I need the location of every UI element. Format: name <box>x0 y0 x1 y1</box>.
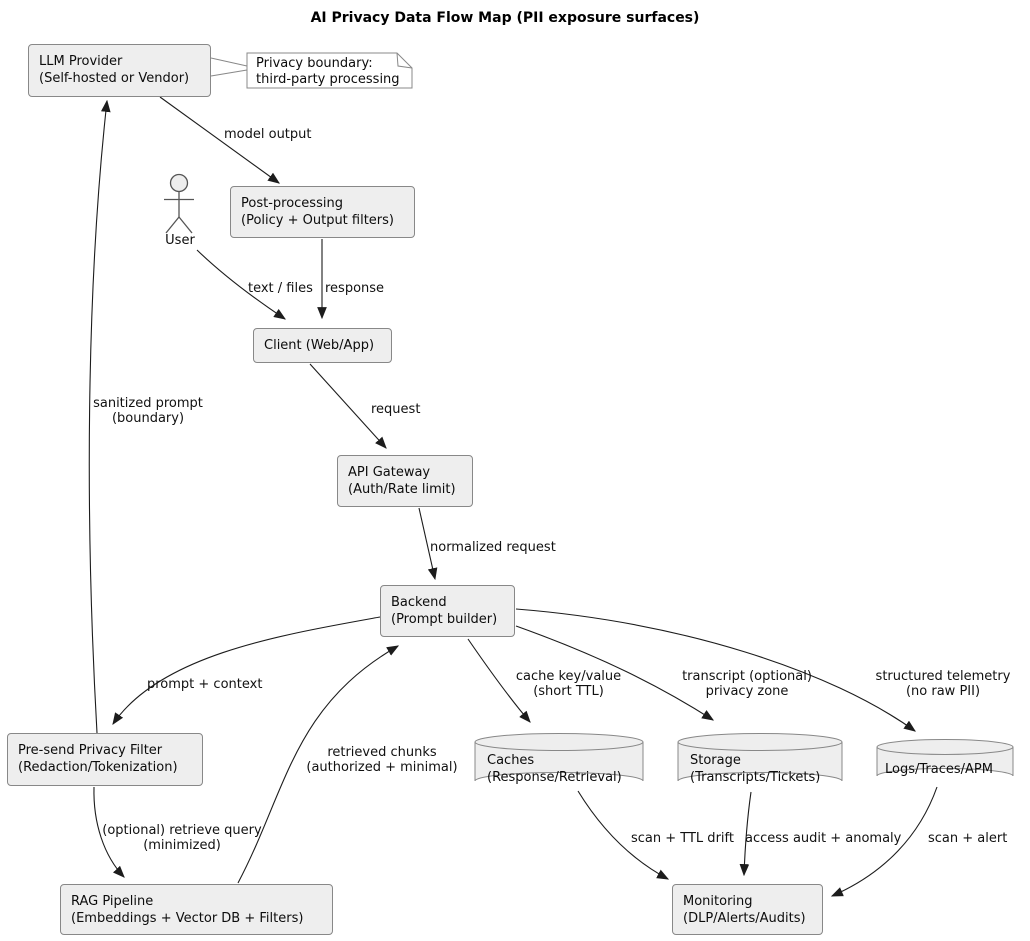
node-rag-line1: RAG Pipeline <box>71 894 154 909</box>
node-presend-privacy-filter: Pre-send Privacy Filter (Redaction/Token… <box>7 733 203 786</box>
edge-presend-to-rag <box>93 786 125 878</box>
note-line2: third-party processing <box>256 72 400 87</box>
node-caches-line2: (Response/Retrieval) <box>487 770 622 785</box>
logs-cylinder <box>876 739 1014 777</box>
node-storage: Storage (Transcripts/Tickets) <box>690 752 820 786</box>
node-llm-provider: LLM Provider (Self-hosted or Vendor) <box>28 44 211 97</box>
edge-backend-to-logs <box>515 608 916 732</box>
edge-label-prompt-context: prompt + context <box>147 677 263 692</box>
node-post-processing: Post-processing (Policy + Output filters… <box>230 186 415 238</box>
edge-storage-to-monitoring <box>739 791 752 877</box>
edge-user-to-client <box>196 249 287 320</box>
node-monitoring: Monitoring (DLP/Alerts/Audits) <box>672 884 823 935</box>
edge-label-telemetry-line1: structured telemetry <box>875 669 1011 684</box>
edge-label-retrieved-chunks-line1: retrieved chunks <box>327 745 437 760</box>
edge-label-response: response <box>325 281 385 296</box>
edge-label-cache-kv-line1: cache key/value <box>515 669 622 684</box>
node-post-processing-line2: (Policy + Output filters) <box>241 213 394 228</box>
edge-label-access-audit: access audit + anomaly <box>745 831 902 846</box>
note-line1: Privacy boundary: <box>256 56 373 71</box>
node-caches: Caches (Response/Retrieval) <box>487 752 622 786</box>
node-caches-line1: Caches <box>487 753 535 768</box>
edge-apigateway-to-backend <box>418 507 438 581</box>
edge-label-transcript: transcript (optional) privacy zone <box>678 669 816 699</box>
node-backend-line1: Backend <box>391 595 447 610</box>
edge-label-sanitized-prompt: sanitized prompt (boundary) <box>88 396 208 426</box>
edge-label-transcript-line2: privacy zone <box>705 684 789 699</box>
note-shape <box>246 52 413 89</box>
node-llm-provider-line2: (Self-hosted or Vendor) <box>39 71 190 86</box>
node-api-gateway: API Gateway (Auth/Rate limit) <box>337 455 473 507</box>
node-llm-provider-line1: LLM Provider <box>39 54 123 69</box>
edge-label-retrieve-query: (optional) retrieve query (minimized) <box>98 823 266 853</box>
node-storage-line1: Storage <box>690 753 741 768</box>
edge-backend-to-caches <box>467 638 531 723</box>
caches-cylinder <box>474 733 644 782</box>
node-monitoring-line1: Monitoring <box>683 894 753 909</box>
edge-backend-to-storage <box>515 625 715 721</box>
edge-label-sanitized-prompt-line1: sanitized prompt <box>93 396 203 411</box>
edge-label-cache-key-value: cache key/value (short TTL) <box>506 669 631 699</box>
edge-label-retrieved-chunks-line2: (authorized + minimal) <box>306 760 458 775</box>
node-storage-line2: (Transcripts/Tickets) <box>690 770 821 785</box>
edge-backend-to-presend <box>112 616 381 725</box>
edge-label-cache-kv-line2: (short TTL) <box>533 684 604 699</box>
node-post-processing-line1: Post-processing <box>241 196 343 211</box>
node-monitoring-line2: (DLP/Alerts/Audits) <box>683 911 806 926</box>
edge-client-to-apigateway <box>309 363 387 449</box>
node-api-gateway-line1: API Gateway <box>348 465 431 480</box>
user-actor-label: User <box>165 233 195 248</box>
node-client-label: Client (Web/App) <box>264 338 375 353</box>
diagram-title: AI Privacy Data Flow Map (PII exposure s… <box>310 10 700 26</box>
node-backend: Backend (Prompt builder) <box>380 585 515 637</box>
edge-llm-to-postprocessing <box>159 96 280 184</box>
edge-caches-to-monitoring <box>577 790 670 880</box>
node-presend-line1: Pre-send Privacy Filter <box>18 743 163 758</box>
edge-logs-to-monitoring <box>830 786 938 897</box>
storage-cylinder <box>677 733 843 782</box>
node-backend-line2: (Prompt builder) <box>391 612 498 627</box>
edge-label-model-output: model output <box>224 127 312 142</box>
edge-label-telemetry: structured telemetry (no raw PII) <box>872 669 1014 699</box>
node-presend-line2: (Redaction/Tokenization) <box>18 760 178 775</box>
node-rag-pipeline: RAG Pipeline (Embeddings + Vector DB + F… <box>60 884 333 935</box>
edge-rag-to-backend <box>237 645 400 884</box>
edge-label-telemetry-line2: (no raw PII) <box>905 684 981 699</box>
edge-label-text-files: text / files <box>248 281 313 296</box>
edge-label-sanitized-prompt-line2: (boundary) <box>111 411 185 426</box>
edge-label-request: request <box>371 402 421 417</box>
edge-label-normalized-request: normalized request <box>430 540 556 555</box>
node-logs: Logs/Traces/APM <box>885 761 993 778</box>
edge-label-scan-alert: scan + alert <box>928 831 1008 846</box>
node-api-gateway-line2: (Auth/Rate limit) <box>348 482 456 497</box>
edge-label-scan-ttl-drift: scan + TTL drift <box>631 831 734 846</box>
node-rag-line2: (Embeddings + Vector DB + Filters) <box>71 911 304 926</box>
privacy-boundary-note: Privacy boundary: third-party processing <box>256 56 400 88</box>
edge-presend-to-llm <box>88 99 111 734</box>
edge-label-retrieved-chunks: retrieved chunks (authorized + minimal) <box>301 745 463 775</box>
node-client: Client (Web/App) <box>253 328 392 363</box>
edge-label-retrieve-query-line1: (optional) retrieve query <box>102 823 262 838</box>
node-logs-label: Logs/Traces/APM <box>885 762 993 777</box>
edge-label-transcript-line1: transcript (optional) <box>682 669 812 684</box>
user-actor-icon <box>164 173 194 234</box>
edge-label-retrieve-query-line2: (minimized) <box>143 838 221 853</box>
note-connector <box>210 57 248 77</box>
